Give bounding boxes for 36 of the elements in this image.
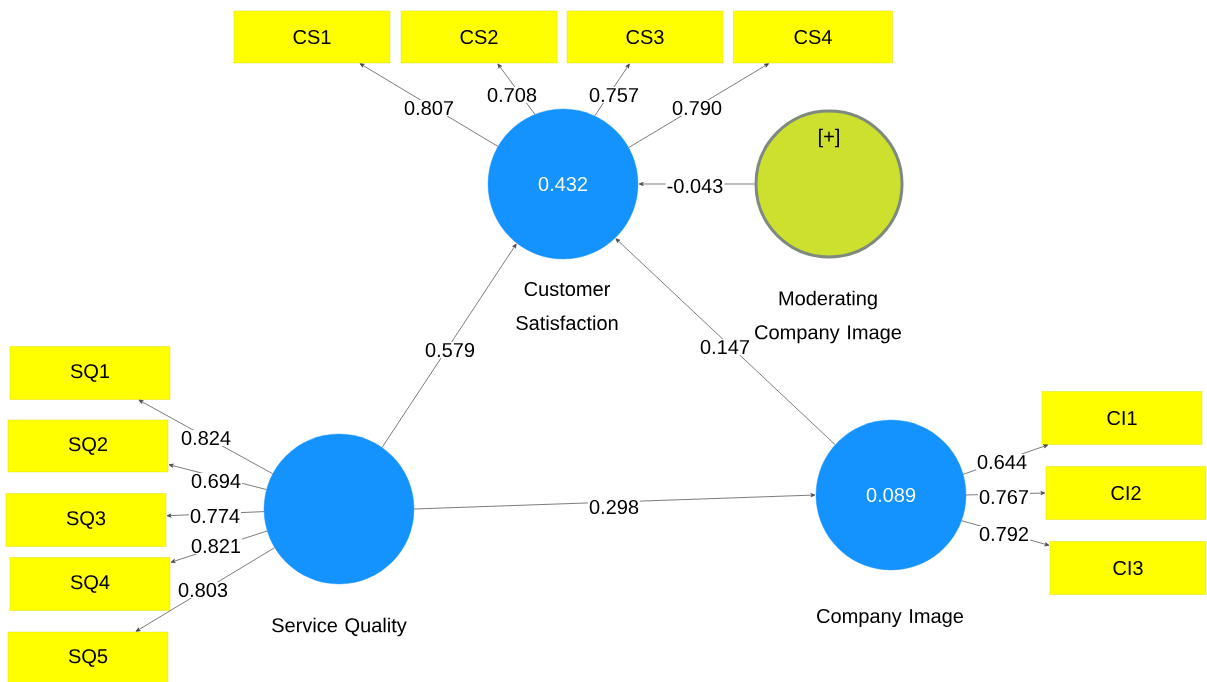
arrow xyxy=(594,63,630,117)
edge-label: 0.147 xyxy=(699,338,752,356)
node-label: Moderating Company Image xyxy=(755,290,902,344)
indicator-box: CS3 xyxy=(566,10,724,64)
edge-label: 0.708 xyxy=(486,86,539,104)
edge-label: 0.767 xyxy=(978,488,1031,506)
indicator-box: SQ3 xyxy=(5,493,167,547)
indicator-box: CI3 xyxy=(1049,541,1207,595)
node-label: Company Image xyxy=(817,608,964,628)
indicator-box: SQ2 xyxy=(7,419,169,473)
edge-label: 0.757 xyxy=(588,86,641,104)
node-label: Service Quality xyxy=(272,617,407,637)
edge-label: 0.774 xyxy=(189,507,242,525)
arrow xyxy=(413,493,816,510)
indicator-box: CI2 xyxy=(1045,466,1207,520)
edge-label: 0.803 xyxy=(177,581,230,599)
indicator-box: CI1 xyxy=(1041,391,1203,445)
arrow xyxy=(615,238,836,446)
edge-label: 0.807 xyxy=(403,99,456,117)
indicator-box: SQ1 xyxy=(9,346,171,400)
edge-label: 0.824 xyxy=(180,429,233,447)
arrow xyxy=(381,243,517,448)
indicator-box: SQ4 xyxy=(9,557,171,611)
indicator-box: CS2 xyxy=(400,10,558,64)
node-label: Customer Satisfaction xyxy=(516,281,618,331)
edge-label: -0.043 xyxy=(665,177,725,195)
edge-label: 0.694 xyxy=(190,472,243,490)
edge-label: 0.821 xyxy=(190,537,243,555)
edge-label: 0.644 xyxy=(976,453,1029,471)
edge-label: 0.792 xyxy=(978,525,1031,543)
edge-label: 0.298 xyxy=(588,498,641,516)
edge-label: 0.790 xyxy=(671,99,724,117)
indicator-box: CS1 xyxy=(233,10,391,64)
indicator-box: CS4 xyxy=(733,10,893,64)
edge-label: 0.579 xyxy=(424,341,477,359)
indicator-box: SQ5 xyxy=(7,631,169,682)
